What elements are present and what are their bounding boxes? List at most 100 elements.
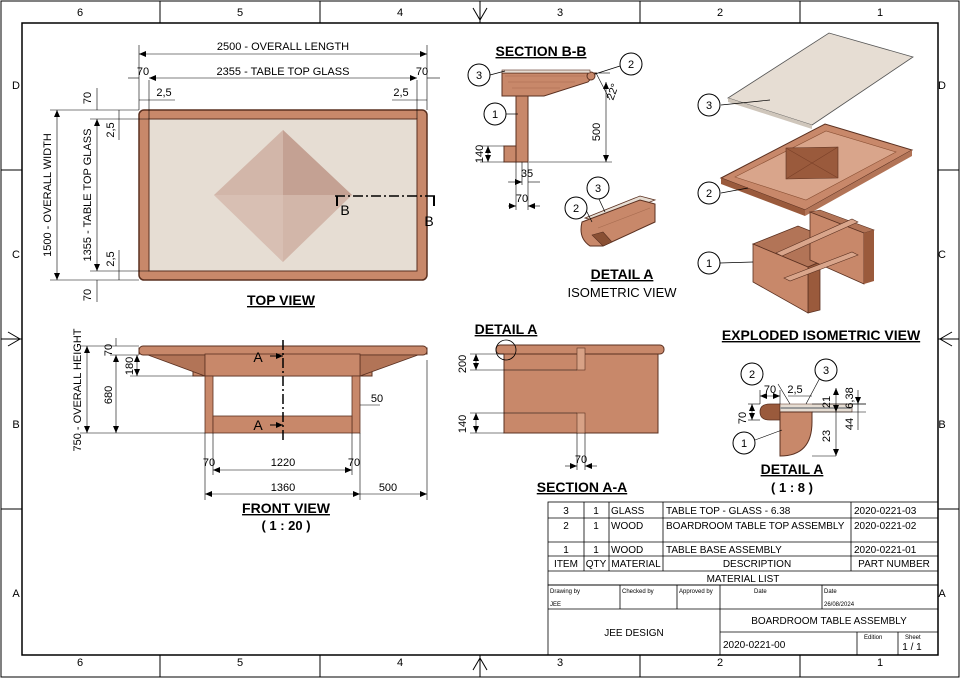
svg-text:1: 1	[741, 438, 747, 450]
section-a-a: DETAIL A 200 140 70 SECTION A-A	[457, 321, 665, 495]
svg-text:3: 3	[706, 100, 712, 112]
svg-text:2020-0221-01: 2020-0221-01	[854, 545, 917, 556]
material-row: 2 1 WOOD BOARDROOM TABLE TOP ASSEMBLY 20…	[563, 521, 916, 532]
section-stretcher	[503, 145, 517, 163]
dim-edge-top: 70	[82, 92, 94, 104]
row-label-right-d: D	[938, 80, 946, 92]
dim-section-height: 500	[591, 123, 603, 141]
row-label-right-c: C	[938, 249, 946, 261]
dim-stretcher-length: 1220	[271, 457, 295, 469]
dim-detail-21: 21	[821, 396, 833, 408]
dim-base-length: 1360	[271, 482, 295, 494]
material-row: 3 1 GLASS TABLE TOP - GLASS - 6.38 2020-…	[563, 506, 916, 517]
svg-text:1: 1	[563, 545, 569, 556]
title-block: Drawing by JEE Checked by Approved by Da…	[547, 584, 939, 656]
col-label-bottom-6: 6	[77, 657, 83, 669]
balloon-detail-1: 1	[732, 431, 756, 455]
svg-text:PART NUMBER: PART NUMBER	[858, 559, 930, 570]
date-label: Date	[754, 589, 767, 595]
dim-edge-bottom: 70	[82, 289, 94, 301]
drawing-title: BOARDROOM TABLE ASSEMBLY	[751, 616, 907, 627]
svg-text:1: 1	[593, 506, 599, 517]
svg-text:1: 1	[593, 521, 599, 532]
dim-edge-right: 70	[416, 66, 428, 78]
balloon-iso-2: 2	[564, 196, 588, 220]
top-view: B B 2500 - OVERALL LENGTH 2355 - TABLE T…	[42, 41, 440, 308]
exploded-isometric: 3 2 1 EXPLODED ISOMETRIC VIEW	[697, 32, 921, 343]
col-label-bottom-3: 3	[557, 657, 563, 669]
dim-top-thickness: 70	[103, 344, 115, 356]
drawing-by-value: JEE	[550, 602, 561, 608]
detail-a-scaled-title: DETAIL A	[761, 461, 824, 477]
sheet-value: 1 / 1	[902, 642, 922, 653]
svg-text:TABLE TOP - GLASS - 6.38: TABLE TOP - GLASS - 6.38	[666, 506, 791, 517]
detail-a-iso-title: DETAIL A	[591, 266, 654, 282]
svg-text:1: 1	[492, 109, 498, 121]
col-label-bottom-2: 2	[717, 657, 723, 669]
section-glass	[501, 69, 591, 74]
row-label-right-b: B	[938, 419, 945, 431]
row-label-right-a: A	[938, 588, 946, 600]
balloon-detail-2: 2	[740, 362, 764, 386]
dim-leg-right: 70	[348, 457, 360, 469]
section-mark-b-right: B	[424, 213, 433, 229]
dim-section-70: 70	[516, 193, 528, 205]
dim-aa-70: 70	[575, 454, 587, 466]
svg-text:3: 3	[595, 183, 601, 195]
dim-glass-width: 1355 - TABLE TOP GLASS	[82, 129, 94, 262]
front-view: A A 750 - OVERALL HEIGHT 70 680 180 50 7…	[72, 328, 428, 533]
detail-profile	[779, 411, 813, 457]
dim-apron-height: 180	[124, 357, 136, 375]
balloon-bb-3: 3	[467, 63, 491, 87]
col-label-bottom-5: 5	[237, 657, 243, 669]
top-view-title: TOP VIEW	[247, 292, 316, 308]
svg-text:3: 3	[823, 365, 829, 377]
detail-a-iso-subtitle: ISOMETRIC VIEW	[567, 285, 677, 300]
balloon-exploded-3: 3	[697, 93, 721, 117]
detail-a-isometric: 2 3 DETAIL A ISOMETRIC VIEW	[564, 176, 677, 300]
front-view-title: FRONT VIEW	[242, 500, 331, 516]
svg-text:DESCRIPTION: DESCRIPTION	[723, 559, 791, 570]
svg-text:2020-0221-03: 2020-0221-03	[854, 506, 917, 517]
material-list-title: MATERIAL LIST	[707, 574, 780, 585]
exploded-glass	[727, 32, 914, 126]
row-label-left-d: D	[12, 80, 20, 92]
section-mark-a-top: A	[253, 349, 263, 365]
balloon-detail-3: 3	[814, 358, 838, 382]
edition-label: Edition	[864, 635, 882, 641]
detail-a-scaled-scale: ( 1 : 8 )	[771, 480, 813, 495]
balloon-exploded-1: 1	[697, 251, 721, 275]
svg-text:3: 3	[476, 70, 482, 82]
dim-overall-height: 750 - OVERALL HEIGHT	[72, 328, 84, 451]
material-row: 1 1 WOOD TABLE BASE ASSEMBLY 2020-0221-0…	[563, 545, 916, 556]
svg-text:TABLE BASE ASSEMBLY: TABLE BASE ASSEMBLY	[666, 545, 782, 556]
balloon-exploded-2: 2	[697, 181, 721, 205]
col-label-top-4: 4	[397, 7, 403, 19]
svg-text:ITEM: ITEM	[554, 559, 578, 570]
checked-by-label: Checked by	[622, 589, 654, 595]
dim-detail-44: 44	[844, 418, 856, 430]
front-view-scale: ( 1 : 20 )	[261, 518, 310, 533]
row-label-left-a: A	[12, 588, 20, 600]
drawing-by-label: Drawing by	[550, 589, 580, 595]
col-label-top-2: 2	[717, 7, 723, 19]
exploded-base	[751, 209, 875, 314]
dim-aa-140: 140	[457, 415, 469, 433]
balloon-bb-1: 1	[483, 102, 507, 126]
dim-leg-left: 70	[203, 457, 215, 469]
section-a-a-title: SECTION A-A	[537, 479, 627, 495]
svg-text:GLASS: GLASS	[611, 506, 645, 517]
svg-text:QTY: QTY	[586, 559, 607, 570]
approved-by-label: Approved by	[679, 589, 713, 595]
dim-gap-bottom: 2,5	[105, 251, 117, 266]
col-label-top-6: 6	[77, 7, 83, 19]
company-name: JEE DESIGN	[604, 628, 663, 639]
section-leg	[515, 95, 529, 163]
dim-detail-70-top: 70	[764, 384, 776, 396]
section-b-b-title: SECTION B-B	[496, 43, 587, 59]
balloon-iso-3: 3	[586, 176, 610, 200]
svg-text:2: 2	[706, 188, 712, 200]
date-value: 26/08/2024	[824, 602, 855, 608]
